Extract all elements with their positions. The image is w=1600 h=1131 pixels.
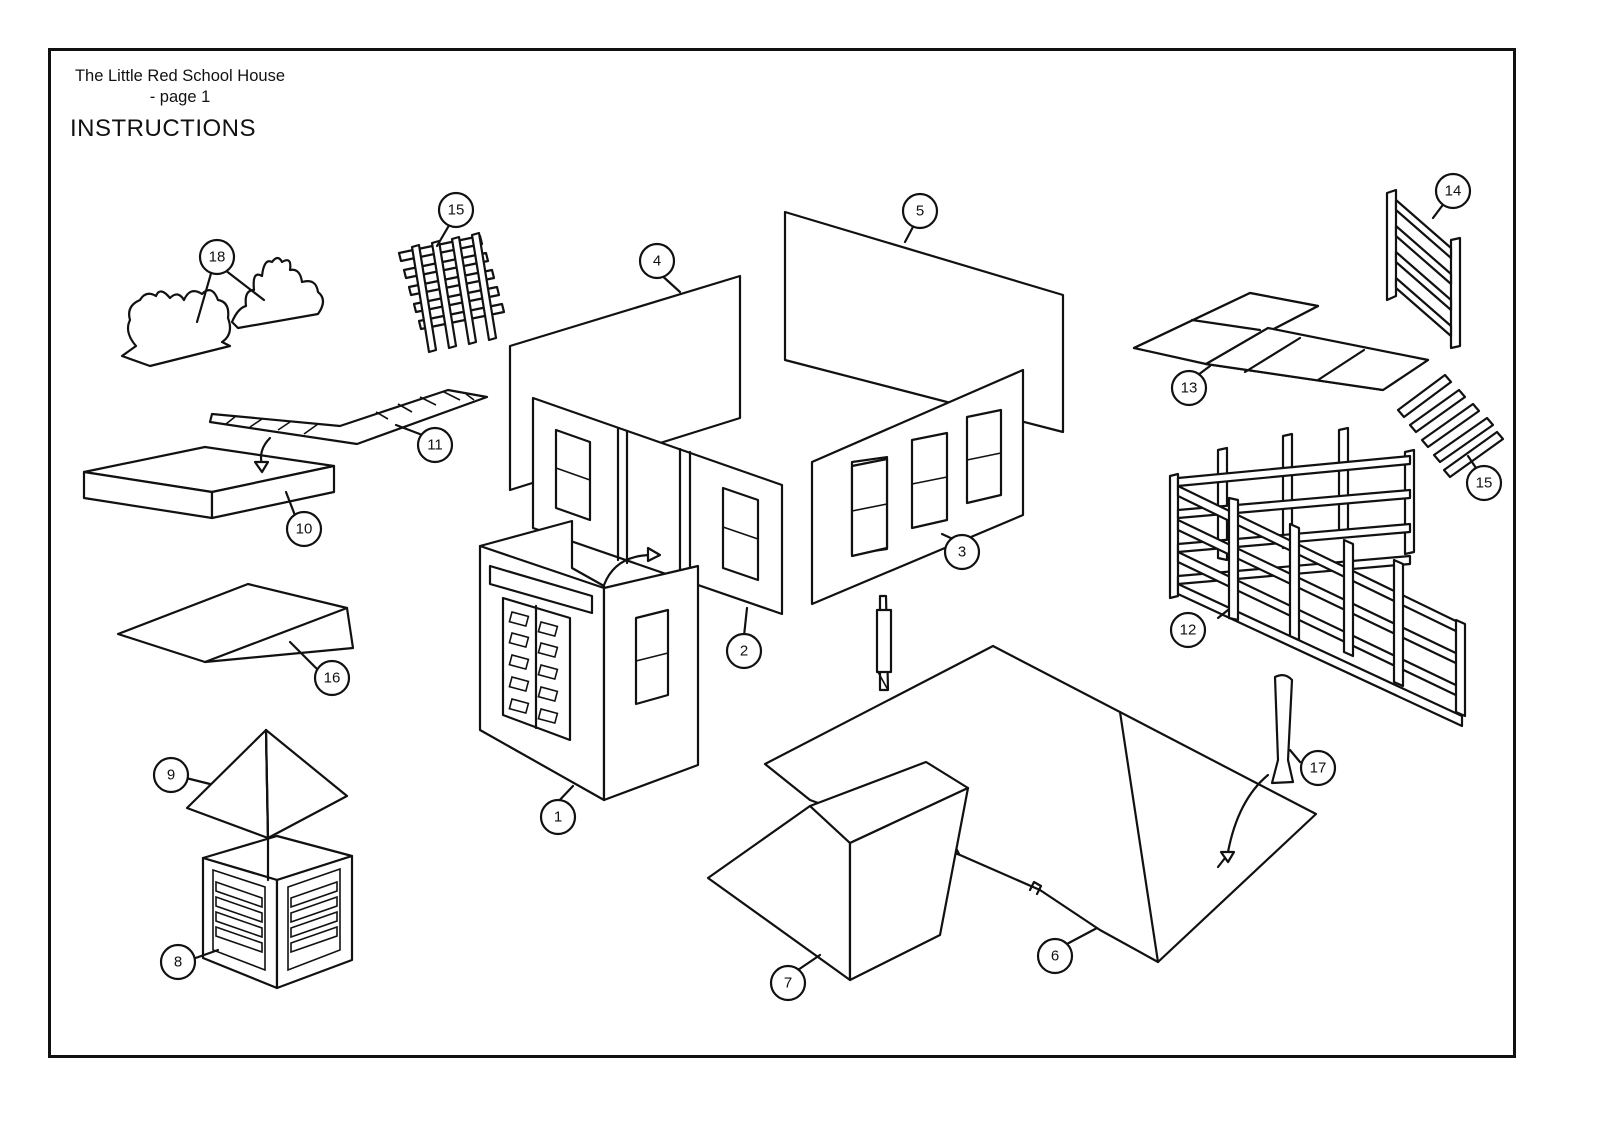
svg-text:4: 4	[653, 253, 661, 270]
svg-text:10: 10	[296, 521, 313, 538]
svg-text:9: 9	[167, 767, 175, 784]
svg-text:16: 16	[324, 670, 341, 687]
callout-17: 17	[1299, 749, 1337, 787]
callout-13: 13	[1170, 369, 1208, 407]
page-border	[48, 48, 1516, 1058]
callout-5: 5	[901, 192, 939, 230]
part-14-gate	[1385, 188, 1462, 350]
chimney-piece	[875, 594, 893, 692]
part-8-belfry-box	[201, 834, 354, 990]
part-2-front-wall	[531, 396, 784, 616]
part-12-fence	[1168, 426, 1467, 728]
svg-text:18: 18	[209, 249, 226, 266]
part-3-front-wall	[810, 368, 1025, 606]
callout-11: 11	[416, 426, 454, 464]
instructions-heading: INSTRUCTIONS	[70, 115, 256, 142]
part-5-back-wall	[783, 210, 1065, 434]
svg-text:12: 12	[1180, 622, 1197, 639]
callout-18: 18	[198, 238, 236, 276]
callout-8: 8	[159, 943, 197, 981]
svg-text:7: 7	[784, 975, 792, 992]
svg-text:6: 6	[1051, 948, 1059, 965]
part-15-grid	[397, 231, 506, 354]
callout-15-steps: 15	[1465, 464, 1503, 502]
part-13-path	[1132, 291, 1430, 392]
svg-text:15: 15	[448, 202, 465, 219]
svg-text:13: 13	[1181, 380, 1198, 397]
svg-text:8: 8	[174, 954, 182, 971]
part-18-bushes	[120, 256, 325, 368]
part-17-chimney	[1219, 673, 1295, 864]
svg-text:2: 2	[740, 643, 748, 660]
callout-9: 9	[152, 756, 190, 794]
callout-14: 14	[1434, 172, 1472, 210]
part-16-ramp	[116, 582, 355, 664]
callout-3: 3	[943, 533, 981, 571]
part-7-dormer	[706, 760, 970, 982]
svg-text:3: 3	[958, 544, 966, 561]
callout-2: 2	[725, 632, 763, 670]
part-1-porch	[478, 519, 700, 802]
svg-text:15: 15	[1476, 475, 1493, 492]
part-15-steps	[1396, 373, 1505, 479]
svg-text:11: 11	[427, 437, 443, 454]
svg-text:1: 1	[554, 809, 562, 826]
callout-6: 6	[1036, 937, 1074, 975]
callout-12: 12	[1169, 611, 1207, 649]
svg-text:14: 14	[1445, 183, 1462, 200]
part-9-belfry-roof	[185, 728, 349, 840]
callout-10: 10	[285, 510, 323, 548]
callout-1: 1	[539, 798, 577, 836]
svg-text:5: 5	[916, 203, 924, 220]
callout-15-grid: 15	[437, 191, 475, 229]
svg-text:17: 17	[1310, 760, 1327, 777]
page-title: The Little Red School House - page 1	[74, 67, 286, 106]
callout-4: 4	[638, 242, 676, 280]
callout-16: 16	[313, 659, 351, 697]
callout-7: 7	[769, 964, 807, 1002]
part-11-walkway	[208, 388, 489, 446]
part-10-base	[82, 436, 336, 520]
